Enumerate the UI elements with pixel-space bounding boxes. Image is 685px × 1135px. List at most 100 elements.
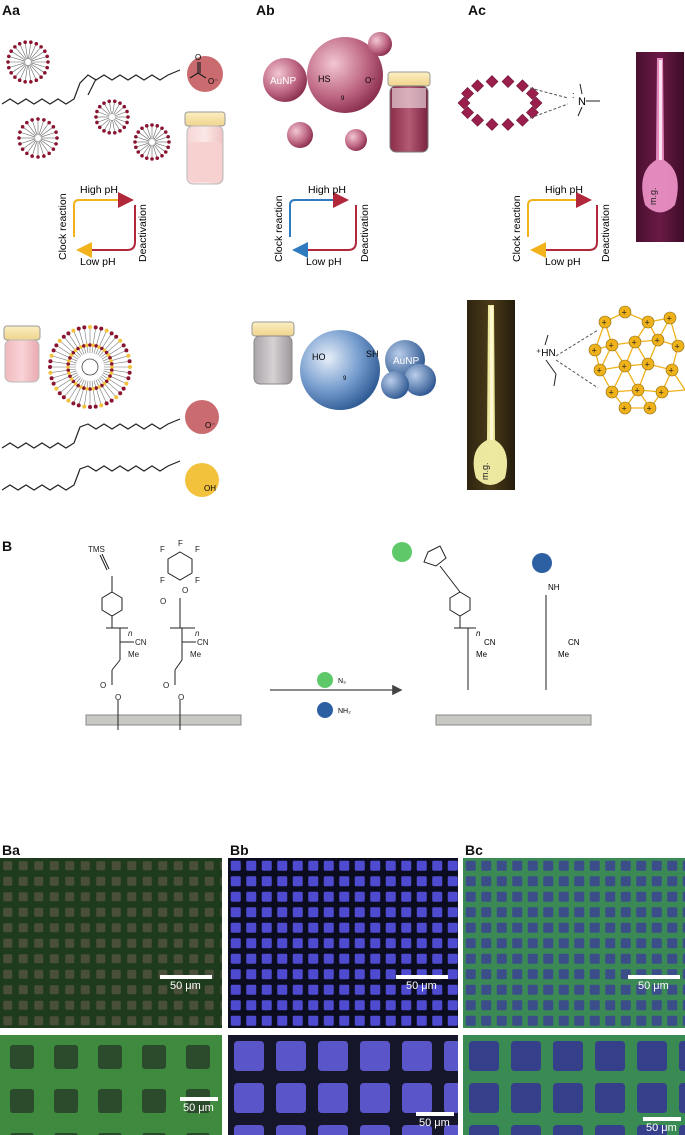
ab-sub9-top: 9 <box>341 96 345 102</box>
svg-text:+: + <box>592 346 597 356</box>
aa-low-ph: Low pH <box>80 256 116 268</box>
scale-bar-label: 50 μm <box>183 1102 214 1114</box>
svg-text:+: + <box>669 366 674 376</box>
cation-bead <box>665 363 679 377</box>
sh-label: SH <box>366 349 379 359</box>
aunp-blue-cluster: AuNP HO SH 9 <box>300 330 436 410</box>
me-label-4: Me <box>558 650 570 659</box>
scale-bar <box>180 1097 218 1101</box>
mg-label-bottom: m.g. <box>480 462 490 480</box>
scale-bar-label: 50 μm <box>170 980 201 992</box>
n3-label: N₃ <box>338 678 346 685</box>
scale-bar <box>396 975 448 979</box>
cation-bead <box>605 338 619 352</box>
scale-bar-label: 50 μm <box>638 980 669 992</box>
protonated-amine-label: ⁺HN <box>536 348 556 359</box>
aunp-pink-large <box>307 37 383 113</box>
polymer-tms: TMS n CN Me O O <box>88 545 147 730</box>
nh2-label: NH₂ <box>338 708 351 715</box>
oleic-chain <box>1 460 181 491</box>
micelle <box>17 117 59 159</box>
carboxylate-label-top: O⁻ <box>208 77 218 86</box>
micrograph-bb-top: 50 μm <box>228 858 458 1028</box>
vial-ab-top <box>387 71 431 153</box>
cation-bead <box>671 339 685 353</box>
ab-low-ph: Low pH <box>306 256 342 268</box>
micelle <box>6 40 50 84</box>
cation-bead <box>655 385 669 399</box>
panel-label-ba: Ba <box>2 842 20 858</box>
n-sub-2: n <box>195 629 200 638</box>
ab-deactivation: Deactivation <box>359 204 371 262</box>
f-label-2: F <box>195 545 200 554</box>
svg-text:+: + <box>675 342 680 352</box>
cycle-ab: High pH Low pH Clock reaction Deactivati… <box>273 184 371 268</box>
ac-low-ph: Low pH <box>545 256 581 268</box>
ab-clock-reaction: Clock reaction <box>273 195 285 262</box>
carboxylate-head-top <box>187 56 223 92</box>
ab-carboxylate-top: O⁻ <box>365 76 375 85</box>
svg-text:+: + <box>655 336 660 346</box>
cation-bead <box>631 383 645 397</box>
svg-text:+: + <box>667 314 672 324</box>
ac-high-ph: High pH <box>545 184 583 196</box>
photo-pink-gel: m.g. <box>636 52 684 242</box>
o-label-2c: O <box>163 681 169 690</box>
svg-text:+: + <box>635 386 640 396</box>
micrograph-bc-top: 50 μm <box>463 858 685 1028</box>
carboxylate-label-bottom: O⁻ <box>205 421 215 430</box>
cn-label-3: CN <box>484 638 496 647</box>
cycle-aa: High pH Low pH Clock reaction Deactivati… <box>57 184 149 268</box>
me-label-1: Me <box>128 650 140 659</box>
svg-text:+: + <box>622 308 627 318</box>
cation-bead <box>663 311 677 325</box>
ac-clock-reaction: Clock reaction <box>511 195 523 262</box>
vesicle-aa <box>48 325 132 409</box>
svg-text:+: + <box>609 388 614 398</box>
blue-amine-dot <box>317 702 333 718</box>
scale-bar <box>160 975 212 979</box>
o-label-1b: O <box>115 693 121 702</box>
cation-bead <box>618 401 632 415</box>
panel-label-ab: Ab <box>256 2 275 18</box>
vial-aa-bottom <box>3 325 41 383</box>
cn-label-2: CN <box>197 638 209 647</box>
aa-high-ph: High pH <box>80 184 118 196</box>
o-label-2d: O <box>178 693 184 702</box>
cycle-ac: High pH Low pH Clock reaction Deactivati… <box>511 184 612 268</box>
ab-high-ph: High pH <box>308 184 346 196</box>
triazole-ring <box>423 545 447 567</box>
svg-text:+: + <box>645 360 650 370</box>
f-label-1: F <box>160 545 165 554</box>
tms-label: TMS <box>88 545 105 554</box>
micelles-group-top <box>6 40 171 161</box>
n-sub-3: n <box>476 629 481 638</box>
scale-bar-label: 50 μm <box>406 980 437 992</box>
panel-b-schematic: TMS n CN Me O O F F F F F O O n CN Me O … <box>85 540 592 730</box>
polymer-pfp: F F F F F O O n CN Me O O <box>160 540 209 730</box>
svg-text:+: + <box>632 338 637 348</box>
cation-bead <box>641 357 655 371</box>
aunp-blue-large <box>300 330 380 410</box>
f-label-4: F <box>195 576 200 585</box>
micelle <box>94 99 130 135</box>
hs-label: HS <box>318 74 331 84</box>
panel-label-ac: Ac <box>468 2 486 18</box>
svg-text:+: + <box>597 366 602 376</box>
aunp-label-blue: AuNP <box>393 356 419 367</box>
amine-n-label: N <box>578 96 586 108</box>
svg-text:+: + <box>622 362 627 372</box>
product-blue-dot <box>532 553 552 573</box>
macrocycle-ring <box>457 75 543 131</box>
oleate-chain-bottom <box>1 418 181 449</box>
oleic-acid-head <box>185 463 219 497</box>
f-label-3: F <box>160 576 165 585</box>
panel-label-aa: Aa <box>2 2 20 18</box>
micrograph-ba-top: 50 μm <box>0 858 222 1028</box>
cation-bead <box>628 335 642 349</box>
vial-aa-top <box>184 111 226 185</box>
micrograph-bc-bottom: 50 μm <box>463 1035 685 1135</box>
svg-text:+: + <box>645 318 650 328</box>
cation-bead <box>618 359 632 373</box>
aa-clock-reaction: Clock reaction <box>57 193 69 260</box>
